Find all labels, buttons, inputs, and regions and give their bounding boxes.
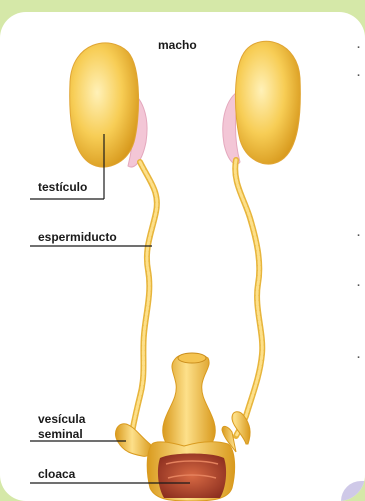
seminal-vesicle-label-line1: vesícula xyxy=(38,412,85,426)
right-edge-fragment-5: · xyxy=(357,352,361,364)
left-vas-deferens xyxy=(132,162,157,432)
right-edge-fragment-1: · xyxy=(357,42,361,54)
urinary-column xyxy=(163,354,215,453)
diagram-panel: macho testículo espermiducto vesícula se… xyxy=(0,12,365,501)
title-label: macho xyxy=(158,38,197,52)
right-edge-fragment-4: · xyxy=(357,280,361,292)
right-testis xyxy=(235,41,300,164)
testis-label: testículo xyxy=(38,180,87,194)
vas-deferens-label: espermiducto xyxy=(38,230,117,244)
right-edge-fragment-3: · xyxy=(357,230,361,242)
cloaca-label: cloaca xyxy=(38,467,75,481)
right-edge-fragment-2: · xyxy=(357,70,361,82)
left-seminal-vesicle xyxy=(116,424,153,457)
column-opening xyxy=(178,353,206,363)
seminal-vesicle-label-line2: seminal xyxy=(38,427,83,441)
